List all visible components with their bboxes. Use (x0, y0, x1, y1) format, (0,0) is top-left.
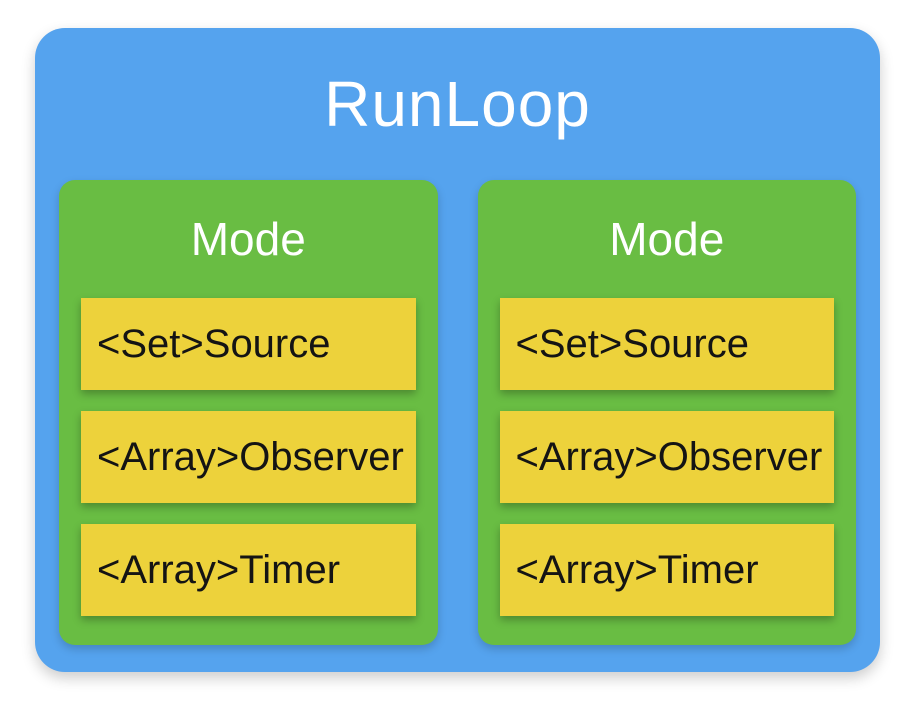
mode-columns: Mode <Set>Source <Array>Observer <Array>… (35, 180, 880, 645)
mode-item-sources: <Set>Source (81, 298, 416, 390)
runloop-container: RunLoop Mode <Set>Source <Array>Observer… (35, 28, 880, 672)
mode-item-timers: <Array>Timer (499, 524, 834, 616)
mode-title: Mode (609, 213, 725, 265)
runloop-title: RunLoop (324, 68, 591, 140)
mode-title: Mode (190, 213, 306, 265)
mode-item-observers: <Array>Observer (81, 411, 416, 503)
mode-item-observers: <Array>Observer (499, 411, 834, 503)
mode-item-timers: <Array>Timer (81, 524, 416, 616)
mode-box-right: Mode <Set>Source <Array>Observer <Array>… (477, 180, 856, 645)
mode-item-sources: <Set>Source (499, 298, 834, 390)
mode-box-left: Mode <Set>Source <Array>Observer <Array>… (59, 180, 438, 645)
